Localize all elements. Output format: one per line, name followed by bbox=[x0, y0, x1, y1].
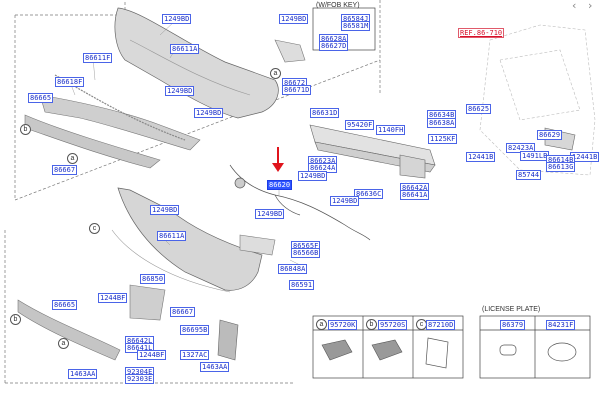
chevron-left-icon[interactable]: ‹ bbox=[572, 0, 577, 12]
part-label[interactable]: 84231F bbox=[546, 320, 576, 330]
part-label[interactable]: 86667 bbox=[52, 165, 78, 175]
part-label[interactable]: 86629 bbox=[537, 130, 563, 140]
part-label[interactable]: 12441B bbox=[466, 152, 496, 162]
vehicle-body-reference-drawing bbox=[479, 24, 596, 176]
part-label[interactable]: 1249BD bbox=[298, 171, 328, 181]
part-label[interactable]: 86848A bbox=[278, 264, 308, 274]
license-plate-title: (LICENSE PLATE) bbox=[482, 306, 541, 313]
part-label[interactable]: 86671D bbox=[282, 85, 312, 95]
part-label[interactable]: 95720K bbox=[328, 320, 358, 330]
part-label[interactable]: 1249BD bbox=[194, 108, 224, 118]
part-label[interactable]: 86581M bbox=[341, 21, 371, 31]
part-label[interactable]: 86611A bbox=[157, 231, 187, 241]
part-label[interactable]: 95720S bbox=[378, 320, 408, 330]
plate-emblem-drawing bbox=[547, 342, 577, 362]
part-label[interactable]: 86667 bbox=[170, 307, 196, 317]
callout-a-marker: a bbox=[67, 153, 78, 164]
part-label[interactable]: 86611A bbox=[170, 44, 200, 54]
callout-c-marker: c bbox=[89, 223, 100, 234]
plate-grommet-drawing bbox=[499, 344, 517, 356]
upper-bumper-cover-drawing bbox=[24, 7, 306, 169]
sensor-holder-drawing bbox=[425, 337, 449, 369]
part-label[interactable]: 1249BD bbox=[150, 205, 180, 215]
reference-link[interactable]: REF.86-710 bbox=[458, 28, 505, 38]
part-label[interactable]: 86566B bbox=[291, 248, 321, 258]
part-label[interactable]: 86627D bbox=[319, 41, 349, 51]
part-label[interactable]: 86665 bbox=[52, 300, 78, 310]
part-label[interactable]: 86638A bbox=[427, 118, 457, 128]
part-label[interactable]: 1249BD bbox=[330, 196, 360, 206]
part-label[interactable]: 86611F bbox=[83, 53, 113, 63]
chevron-right-icon[interactable]: › bbox=[588, 0, 593, 12]
part-label[interactable]: 86591 bbox=[289, 280, 315, 290]
part-label[interactable]: 86636C bbox=[354, 189, 384, 199]
bumper-beam-drawing bbox=[309, 124, 576, 179]
part-label[interactable]: 1125KF bbox=[428, 134, 458, 144]
part-label[interactable]: 1140FH bbox=[376, 125, 406, 135]
part-label[interactable]: 1244BF bbox=[98, 293, 128, 303]
part-label[interactable]: 92303E bbox=[125, 374, 155, 384]
parking-sensor-drawing-2 bbox=[371, 339, 403, 361]
part-label[interactable]: 1327AC bbox=[180, 350, 210, 360]
part-label[interactable]: 1249BD bbox=[162, 14, 192, 24]
part-label[interactable]: 86618F bbox=[55, 77, 85, 87]
upper-assembly-dashed-outline bbox=[15, 0, 126, 16]
part-label[interactable]: 1491LB bbox=[520, 151, 550, 161]
callout-a-marker: a bbox=[270, 68, 281, 79]
part-label[interactable]: 86695B bbox=[180, 325, 210, 335]
callout-b-marker: b bbox=[366, 319, 377, 330]
callout-a-marker: a bbox=[316, 319, 327, 330]
part-label[interactable]: 86641A bbox=[400, 190, 430, 200]
part-label[interactable]: 86850 bbox=[140, 274, 166, 284]
part-label[interactable]: 86631D bbox=[310, 108, 340, 118]
part-label[interactable]: 1249BD bbox=[255, 209, 285, 219]
red-arrow-icon bbox=[272, 147, 284, 172]
parking-sensor-drawing-1 bbox=[321, 339, 353, 361]
part-label[interactable]: 86625 bbox=[466, 104, 492, 114]
part-label[interactable]: 86665 bbox=[28, 93, 54, 103]
callout-a-marker: a bbox=[58, 338, 69, 349]
fob-key-title: (W/FOB KEY) bbox=[316, 2, 360, 9]
sensor-parts-box bbox=[312, 315, 464, 379]
part-label[interactable]: 1463AA bbox=[68, 369, 98, 379]
callout-b-marker: b bbox=[20, 124, 31, 135]
wiring-harness-drawing bbox=[229, 164, 371, 241]
part-label[interactable]: 1249BD bbox=[279, 14, 309, 24]
part-label[interactable]: 95420F bbox=[345, 120, 375, 130]
part-label[interactable]: 1244BF bbox=[137, 350, 167, 360]
part-label[interactable]: 86379 bbox=[500, 320, 526, 330]
part-label[interactable]: 1249BD bbox=[165, 86, 195, 96]
callout-b-marker: b bbox=[10, 314, 21, 325]
part-label[interactable]: 85744 bbox=[516, 170, 542, 180]
part-label[interactable]: 87210D bbox=[426, 320, 456, 330]
part-label[interactable]: 86613G bbox=[546, 162, 576, 172]
highlighted-part-label[interactable]: 86620 bbox=[267, 180, 293, 190]
part-label[interactable]: 1463AA bbox=[200, 362, 230, 372]
upper-assembly-dashed-diagonal bbox=[14, 59, 381, 201]
